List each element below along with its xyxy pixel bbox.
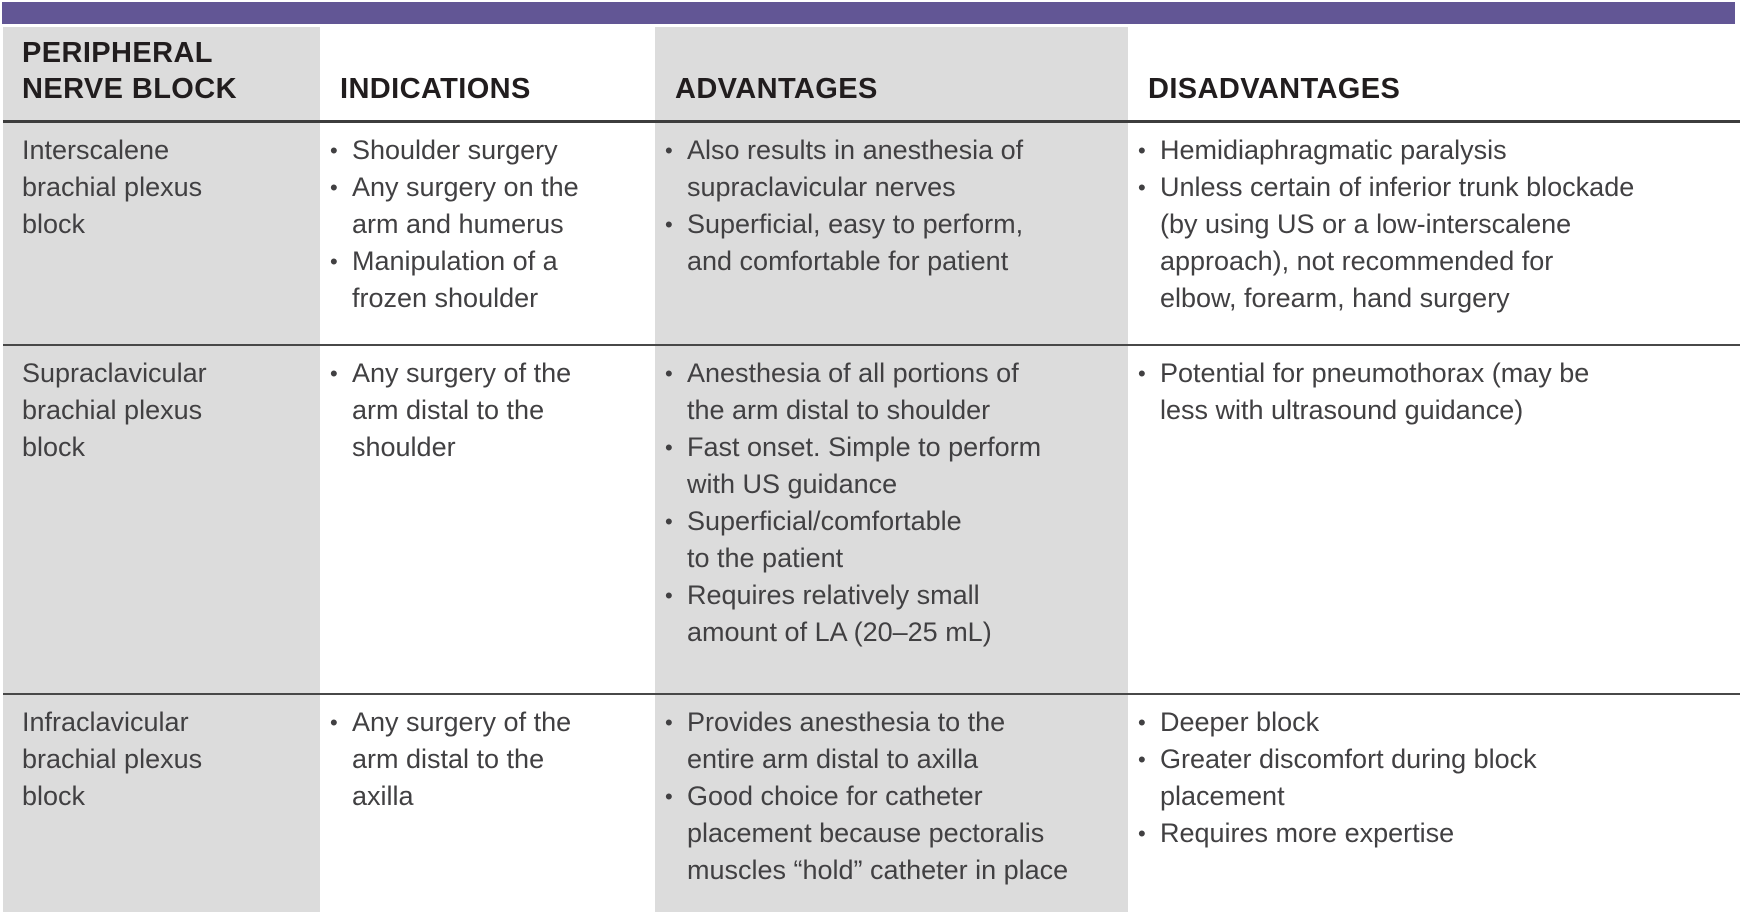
bullet-text: Requires more expertise [1160, 817, 1455, 848]
bullet-item: • Any surgery of the arm distal to the ax… [330, 704, 647, 815]
header-row: PERIPHERAL NERVE BLOCK INDICATIONS ADVAN… [3, 27, 1740, 123]
cell-advantages: • Also results in anesthesia of supraclav… [655, 120, 1128, 345]
cell-indications: • Any surgery of the arm distal to the sh… [320, 343, 655, 694]
bullet-item: • Shoulder surgery [330, 132, 647, 169]
bullet-icon: • [1138, 709, 1146, 735]
cell-indications: • Any surgery of the arm distal to the ax… [320, 692, 655, 912]
bullet-item: • Manipulation of a frozen shoulder [330, 243, 647, 317]
cell-nerve-block-name: Infraclavicular brachial plexus block [3, 692, 320, 912]
bullet-icon: • [665, 360, 673, 386]
bullet-icon: • [665, 212, 673, 237]
bullet-icon: • [665, 783, 673, 809]
bullet-text: Requires relatively small amount of LA (… [687, 579, 992, 647]
cell-disadvantages: • Potential for pneumothorax (may be less… [1128, 343, 1740, 694]
bullet-icon: • [330, 249, 338, 274]
cell-advantages: • Anesthesia of all portions of the arm d… [655, 343, 1128, 694]
column-header-disadvantages: DISADVANTAGES [1128, 27, 1740, 123]
bullet-text: Greater discomfort during block placemen… [1160, 743, 1537, 811]
cell-nerve-block-name: Supraclavicular brachial plexus block [3, 343, 320, 694]
bullet-item: • Superficial/comfortable to the patient [665, 503, 1120, 577]
bullet-icon: • [330, 175, 338, 200]
bullet-icon: • [330, 138, 338, 163]
bullet-item: • Potential for pneumothorax (may be less… [1138, 355, 1732, 429]
bullet-text: Any surgery on the arm and humerus [352, 172, 579, 239]
bullet-icon: • [330, 709, 338, 735]
cell-disadvantages: • Deeper block • Greater discomfort during … [1128, 692, 1740, 912]
bullet-icon: • [330, 360, 338, 386]
bullet-text: Superficial/comfortable to the patient [687, 505, 962, 573]
bullet-text: Unless certain of inferior trunk blockad… [1160, 172, 1635, 313]
bullet-item: • Provides anesthesia to the entire arm d… [665, 704, 1120, 778]
bullet-item: • Any surgery of the arm distal to the sh… [330, 355, 647, 466]
bullet-icon: • [1138, 360, 1146, 386]
bullet-icon: • [665, 508, 673, 534]
table-body: Interscalene brachial plexus block • Shoul… [3, 120, 1740, 912]
bullet-text: Potential for pneumothorax (may be less … [1160, 357, 1590, 425]
cell-indications: • Shoulder surgery • Any surgery on the arm… [320, 120, 655, 345]
bullet-text: Any surgery of the arm distal to the axi… [352, 706, 572, 811]
bullet-icon: • [665, 582, 673, 608]
column-header-nerve-block: PERIPHERAL NERVE BLOCK [3, 27, 320, 123]
bullet-item: • Requires relatively small amount of LA … [665, 577, 1120, 651]
bullet-text: Provides anesthesia to the entire arm di… [687, 706, 1006, 774]
purple-accent-bar [2, 2, 1735, 24]
bullet-item: • Good choice for catheter placement beca… [665, 778, 1120, 889]
bullet-text: Deeper block [1160, 706, 1320, 737]
bullet-icon: • [1138, 138, 1146, 163]
peripheral-nerve-block-table: PERIPHERAL NERVE BLOCK INDICATIONS ADVAN… [3, 27, 1740, 912]
bullet-text: Shoulder surgery [352, 135, 558, 165]
bullet-item: • Unless certain of inferior trunk blocka… [1138, 169, 1732, 317]
bullet-item: • Anesthesia of all portions of the arm d… [665, 355, 1120, 429]
bullet-item: • Greater discomfort during block placeme… [1138, 741, 1732, 815]
bullet-icon: • [665, 434, 673, 460]
table-row: Infraclavicular brachial plexus block • An… [3, 692, 1740, 912]
bullet-text: Manipulation of a frozen shoulder [352, 246, 558, 313]
bullet-text: Good choice for catheter placement becau… [687, 780, 1069, 885]
nerve-block-table-container: PERIPHERAL NERVE BLOCK INDICATIONS ADVAN… [3, 27, 1740, 912]
bullet-icon: • [1138, 746, 1146, 772]
table-row: Interscalene brachial plexus block • Shoul… [3, 120, 1740, 345]
bullet-item: • Fast onset. Simple to perform with US g… [665, 429, 1120, 503]
bullet-icon: • [1138, 820, 1146, 846]
bullet-text: Fast onset. Simple to perform with US gu… [687, 431, 1042, 499]
column-header-advantages: ADVANTAGES [655, 27, 1128, 123]
bullet-text: Anesthesia of all portions of the arm di… [687, 357, 1019, 425]
bullet-text: Any surgery of the arm distal to the sho… [352, 357, 572, 462]
bullet-text: Hemidiaphragmatic paralysis [1160, 135, 1507, 165]
bullet-item: • Requires more expertise [1138, 815, 1732, 852]
bullet-item: • Deeper block [1138, 704, 1732, 741]
bullet-item: • Any surgery on the arm and humerus [330, 169, 647, 243]
bullet-item: • Superficial, easy to perform, and comfo… [665, 206, 1120, 280]
bullet-icon: • [665, 709, 673, 735]
cell-disadvantages: • Hemidiaphragmatic paralysis • Unless cert… [1128, 120, 1740, 345]
column-header-indications: INDICATIONS [320, 27, 655, 123]
bullet-text: Superficial, easy to perform, and comfor… [687, 209, 1024, 276]
bullet-item: • Also results in anesthesia of supraclav… [665, 132, 1120, 206]
bullet-item: • Hemidiaphragmatic paralysis [1138, 132, 1732, 169]
bullet-icon: • [1138, 175, 1146, 200]
bullet-text: Also results in anesthesia of supraclavi… [687, 135, 1024, 202]
cell-nerve-block-name: Interscalene brachial plexus block [3, 120, 320, 345]
bullet-icon: • [665, 138, 673, 163]
cell-advantages: • Provides anesthesia to the entire arm d… [655, 692, 1128, 912]
table-row: Supraclavicular brachial plexus block • An… [3, 343, 1740, 694]
